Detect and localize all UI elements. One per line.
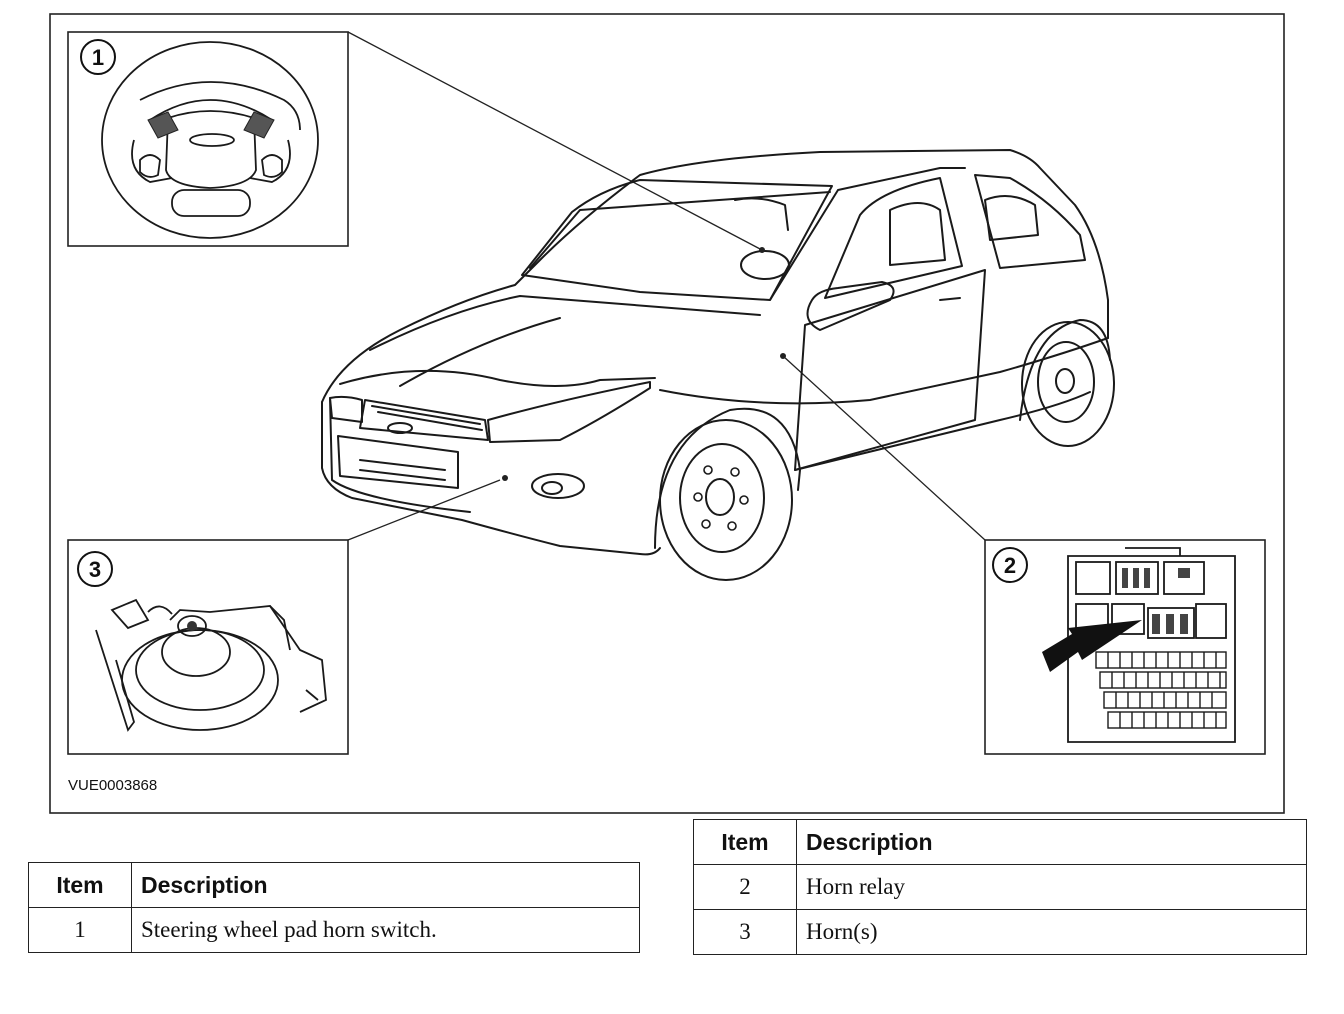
header-description: Description bbox=[796, 819, 1307, 865]
inset-steering-wheel: 1 bbox=[67, 31, 349, 247]
header-item: Item bbox=[693, 819, 797, 865]
legend-table-right: Item Description 2 Horn relay 3 Horn(s) bbox=[693, 819, 1307, 955]
header-description: Description bbox=[131, 862, 640, 908]
callout-dot-2 bbox=[780, 353, 786, 359]
header-item: Item bbox=[28, 862, 132, 908]
inset-relay-box: 2 bbox=[984, 539, 1266, 755]
row-item: 2 bbox=[693, 864, 797, 910]
table-row: 3 Horn(s) bbox=[693, 909, 1307, 955]
row-description: Steering wheel pad horn switch. bbox=[131, 907, 640, 953]
callout-circle-2 bbox=[992, 547, 1028, 583]
callout-number-2: 2 bbox=[1004, 553, 1016, 578]
callout-dot-1 bbox=[759, 247, 765, 253]
car-illustration bbox=[321, 149, 1115, 581]
table-row: 1 Steering wheel pad horn switch. bbox=[28, 907, 640, 953]
table-row: 2 Horn relay bbox=[693, 864, 1307, 910]
row-item: 3 bbox=[693, 909, 797, 955]
relay-pointer-arrow bbox=[1042, 620, 1142, 672]
inset-horn: 3 bbox=[67, 539, 349, 755]
figure-frame bbox=[49, 13, 1285, 814]
row-item: 1 bbox=[28, 907, 132, 953]
callout-circle-3 bbox=[77, 551, 113, 587]
callout-circle-1 bbox=[80, 39, 116, 75]
callout-dot-3 bbox=[502, 475, 508, 481]
figure-code: VUE0003868 bbox=[68, 777, 158, 794]
callout-number-1: 1 bbox=[92, 45, 104, 70]
row-description: Horn relay bbox=[796, 864, 1307, 910]
legend-table-left: Item Description 1 Steering wheel pad ho… bbox=[28, 862, 640, 953]
row-description: Horn(s) bbox=[796, 909, 1307, 955]
callout-number-3: 3 bbox=[89, 557, 101, 582]
